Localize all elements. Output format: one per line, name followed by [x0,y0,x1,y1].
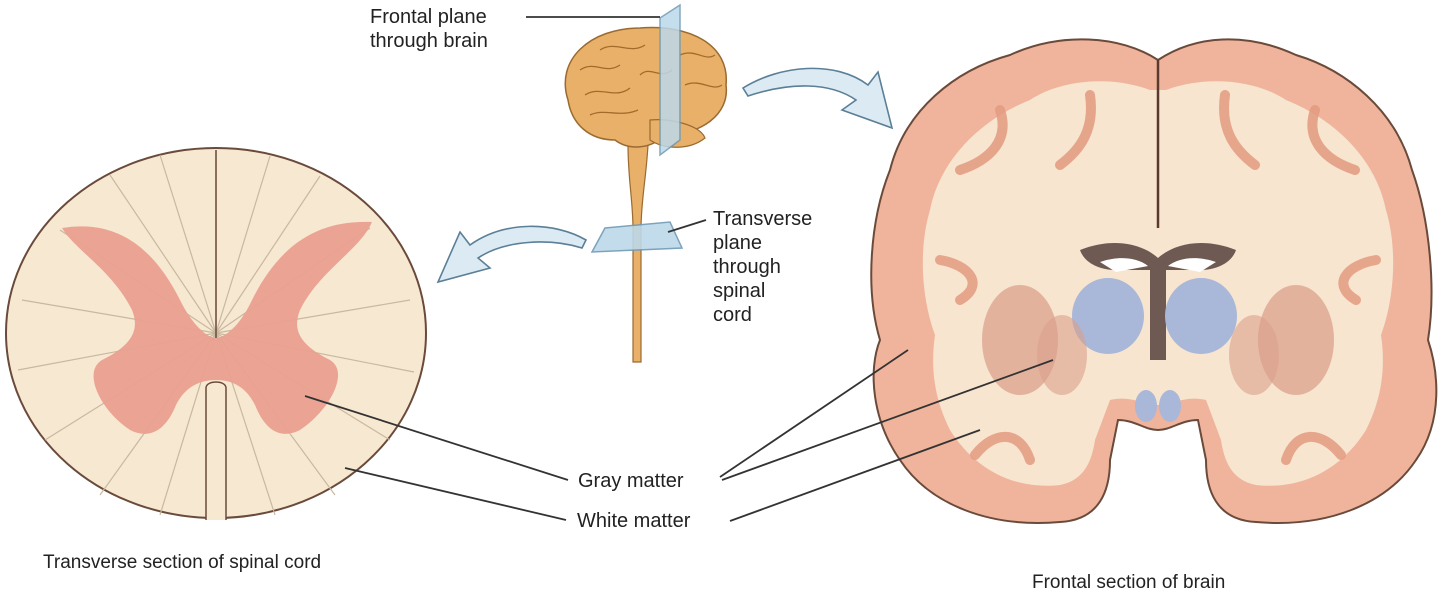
leader-white-matter-brain [729,429,981,522]
caudate-nucleus-left [1072,278,1144,354]
leader-white-matter-spinal [344,467,567,521]
transverse-plane-label-line: spinal [713,280,766,302]
brain-model [564,3,728,363]
caudate-nucleus-right [1165,278,1237,354]
frontal-plane-label: Frontal plane through brain [370,5,488,53]
transverse-plane-label-line: through [713,256,781,278]
ventricle-highlight-right [1168,258,1216,272]
frontal-plane [659,3,681,157]
transverse-plane [590,221,684,253]
leader-gray-matter-deep [721,359,1054,481]
leader-gray-matter-cortex [719,349,909,478]
spinal-cord-model [627,144,649,363]
transverse-plane-label-line: cord [713,304,752,326]
leader-gray-matter-spinal [304,395,569,481]
basal-ganglia-left-inner [1037,315,1087,395]
frontal-plane-label-line: through brain [370,30,488,52]
mammillary-body-right [1159,390,1181,422]
gray-matter-label: Gray matter [578,470,684,492]
mammillary-body-left [1135,390,1157,422]
arrow-to-spinal-section [436,225,588,284]
brain-hemisphere-model [564,26,728,148]
frontal-plane-label-line: Frontal plane [370,6,487,28]
spinal-cord-caption: Transverse section of spinal cord [43,552,322,573]
leader-lines [304,16,1054,522]
leader-transverse-plane [667,219,707,233]
spinal-cord-section [5,147,427,520]
ventricle-highlight-left [1100,258,1148,272]
brain-caption: Frontal section of brain [1032,572,1226,593]
transverse-plane-label-line: Transverse [713,208,813,230]
basal-ganglia-right-inner [1229,315,1279,395]
brain-gyri [935,90,1381,465]
spinal-cord-gray-matter [62,221,372,434]
brain-frontal-section [870,38,1438,524]
lateral-ventricles [1080,243,1236,360]
transverse-plane-label: Transverse plane through spinal cord [713,207,812,327]
white-matter-label: White matter [577,510,691,532]
anterior-median-fissure [205,381,227,520]
transverse-plane-label-line: plane [713,232,762,254]
arrow-to-brain-section [741,67,894,130]
